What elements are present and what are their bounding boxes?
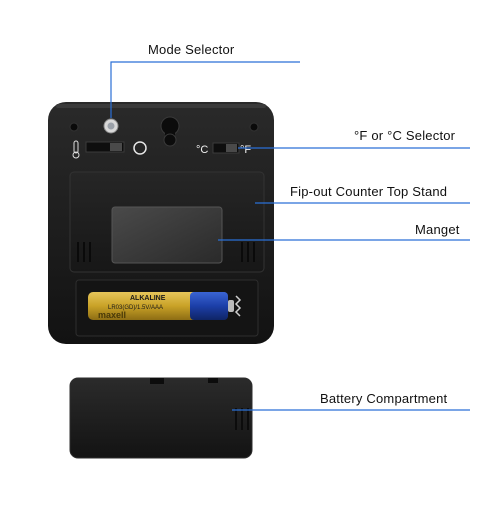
callout-line-mode (110, 61, 300, 118)
magnet-label: Manget (415, 222, 460, 237)
cover-tab (208, 378, 218, 383)
magnet (111, 206, 223, 264)
vents-left (77, 242, 91, 262)
mode-slide-switch[interactable] (85, 141, 125, 153)
mode-selector-label: Mode Selector (148, 42, 235, 57)
battery-cover[interactable] (69, 377, 253, 459)
screw-hole-right (249, 122, 259, 132)
battery: ALKALINE LR03(GD)/1.5V/AAA maxell (88, 292, 242, 320)
battery-spec-line: LR03(GD)/1.5V/AAA (108, 305, 163, 311)
cover-latch (150, 378, 164, 384)
celsius-mark: °C (196, 144, 208, 156)
stand-label: Fip-out Counter Top Stand (290, 184, 448, 199)
battery-compartment-label: Battery Compartment (320, 391, 448, 406)
vents-right (241, 242, 255, 262)
battery-brand: maxell (98, 310, 126, 320)
cover-grip (235, 408, 249, 430)
screw-hole-left (69, 122, 79, 132)
fc-slide-switch[interactable] (212, 142, 240, 154)
fc-selector-label: °F or °C Selector (354, 128, 456, 143)
round-button[interactable] (133, 141, 147, 155)
fahrenheit-mark: °F (240, 144, 251, 156)
thermometer-icon (72, 140, 80, 159)
battery-brand-line: ALKALINE (130, 295, 166, 302)
mode-button-icon[interactable] (103, 118, 119, 134)
callout-lines (110, 61, 470, 411)
hang-hole-icon (160, 116, 180, 147)
body-edge-highlight (56, 104, 266, 108)
